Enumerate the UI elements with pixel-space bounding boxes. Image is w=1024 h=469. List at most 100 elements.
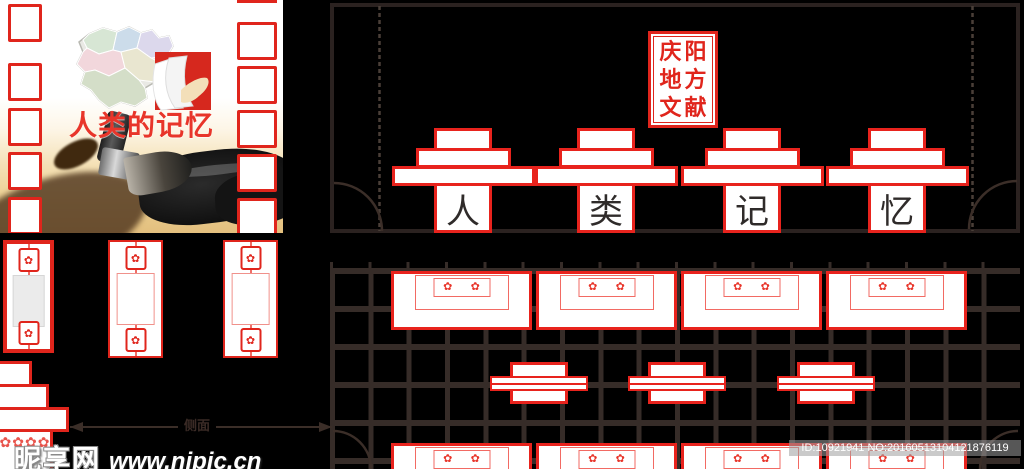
panel-inner-frame: ✿ ✿ (849, 275, 944, 310)
display-panel: ✿ ✿ (536, 271, 677, 330)
display-panel: ✿ ✿ (391, 271, 532, 330)
film-frame-icon (8, 108, 42, 146)
papercut-motif-strip: ✿ ✿ (723, 278, 780, 297)
rail-center-line (630, 382, 724, 385)
papercut-motif-strip: ✿ ✿ (433, 450, 490, 469)
papercut-motif-strip: ✿ ✿ (868, 278, 925, 297)
flower-icon: ✿ (0, 434, 12, 450)
site-logo-text: 昵享网 (14, 445, 101, 469)
flower-icon: ✿ (588, 453, 598, 465)
plaque-line: 文献 (659, 94, 710, 120)
flower-icon: ✿ (245, 252, 256, 265)
flower-icon: ✿ (443, 453, 453, 465)
film-frame-icon (237, 154, 277, 192)
frame-window (12, 275, 45, 327)
flower-icon: ✿ (443, 281, 453, 293)
character-box: 忆 (868, 183, 926, 233)
flower-icon: ✿ (37, 434, 50, 450)
film-frame-icon (8, 197, 42, 233)
display-panel: ✿ ✿ (681, 271, 822, 330)
flower-icon: ✿ (130, 252, 141, 265)
shelf-tier-base (392, 166, 535, 186)
character-box: 人 (434, 183, 492, 233)
flower-icon: ✿ (905, 281, 915, 293)
scroll-frame: ✿ ✿ (223, 240, 278, 358)
papercut-knot-icon: ✿ (18, 321, 39, 345)
panel-inner-frame: ✿ ✿ (704, 447, 799, 469)
film-frame-icon (237, 0, 277, 3)
side-view-label: 侧面 (178, 417, 216, 435)
shelf-tier-base (535, 166, 678, 186)
scroll-frame: ✿ ✿ (3, 240, 54, 353)
plaque-line: 地方 (659, 66, 710, 92)
frame-window (116, 273, 155, 325)
arrow-left-icon (70, 422, 83, 432)
shelf-tier-base (826, 166, 969, 186)
flower-icon: ✿ (615, 453, 625, 465)
flower-icon: ✿ (615, 281, 625, 293)
film-frame-icon (237, 22, 277, 60)
film-frame-icon (8, 63, 42, 101)
film-frame-icon (237, 198, 277, 233)
display-panel: ✿ ✿ (391, 443, 532, 469)
character-box: 记 (723, 183, 781, 233)
flower-icon: ✿ (905, 453, 915, 465)
plaque-line: 庆阳 (659, 38, 710, 64)
papercut-motif-strip: ✿ ✿ (723, 450, 780, 469)
papercut-knot-icon: ✿ (125, 246, 146, 270)
flower-icon: ✿ (588, 281, 598, 293)
image-id-watermark: ID:10921941 NO:20160513104121876119 (789, 440, 1021, 456)
panel-inner-frame: ✿ ✿ (414, 447, 509, 469)
panel-inner-frame: ✿ ✿ (704, 275, 799, 310)
flower-icon: ✿ (470, 281, 480, 293)
papercut-motif-strip: ✿ ✿ (578, 450, 635, 469)
shelf-side-rail (777, 376, 875, 391)
flower-icon: ✿ (878, 281, 888, 293)
shelf-tier-middle (705, 148, 800, 168)
flower-icon: ✿ (25, 434, 37, 450)
flower-icon: ✿ (130, 334, 141, 347)
panel-inner-frame: ✿ ✿ (414, 275, 509, 310)
flower-icon: ✿ (733, 281, 743, 293)
display-panel: ✿ ✿ (536, 443, 677, 469)
papercut-knot-icon: ✿ (18, 248, 39, 272)
flower-icon: ✿ (23, 254, 34, 267)
frame-window (231, 273, 270, 325)
flower-icon: ✿ (470, 453, 480, 465)
flower-icon: ✿ (23, 327, 34, 340)
rail-center-line (492, 382, 586, 385)
rail-center-line (779, 382, 873, 385)
vertical-plaque: 庆阳 地方 文献 (648, 31, 718, 128)
shelf-tier-middle (416, 148, 511, 168)
flower-icon: ✿ (760, 453, 770, 465)
character-box: 类 (577, 183, 635, 233)
flower-icon: ✿ (760, 281, 770, 293)
film-frame-icon (237, 66, 277, 104)
shelf-tier-base (681, 166, 824, 186)
site-watermark: 昵享网 www.nipic.cn (14, 438, 261, 469)
panel-inner-frame: ✿ ✿ (559, 275, 654, 310)
papercut-motif-strip: ✿ ✿ (433, 278, 490, 297)
side-view-step-base (0, 407, 69, 432)
poster-title: 人类的记忆 (68, 110, 214, 141)
region-map-logo (76, 26, 211, 111)
shelf-tier-middle (850, 148, 945, 168)
shelf-side-rail (490, 376, 588, 391)
poster-panel: 人类的记忆 (0, 0, 283, 233)
scroll-frame: ✿ ✿ (108, 240, 163, 358)
flower-icon: ✿ (245, 334, 256, 347)
film-frame-icon (8, 152, 42, 190)
papercut-knot-icon: ✿ (240, 246, 261, 270)
film-frame-icon (237, 110, 277, 148)
flower-icon: ✿ (878, 453, 888, 465)
shelf-tier-middle (559, 148, 654, 168)
display-panel: ✿ ✿ (826, 271, 967, 330)
flower-icon: ✿ (733, 453, 743, 465)
papercut-motif-strip: ✿ ✿ (578, 278, 635, 297)
shelf-side-rail (628, 376, 726, 391)
papercut-knot-icon: ✿ (125, 328, 146, 352)
lattice-tick-marks (330, 262, 1020, 268)
flower-icon: ✿ (12, 434, 24, 450)
film-frame-icon (8, 4, 42, 42)
